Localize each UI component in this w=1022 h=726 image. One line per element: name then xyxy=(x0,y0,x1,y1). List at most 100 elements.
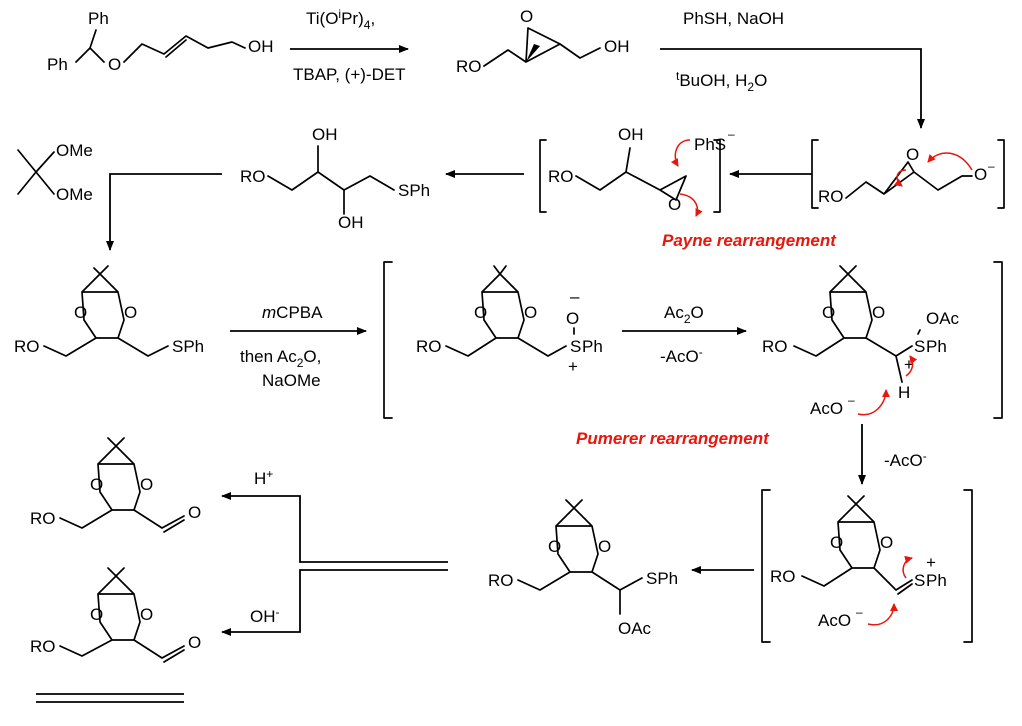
svg-text:PhSH, NaOH: PhSH, NaOH xyxy=(683,9,784,28)
svg-text:+: + xyxy=(568,357,578,376)
svg-text:Ph: Ph xyxy=(926,337,947,356)
compound-dimethoxypropane: OMe OMe xyxy=(17,141,93,204)
svg-text:then Ac2O,: then Ac2O, xyxy=(240,347,321,370)
arrow-step-2: PhSH, NaOH tBuOH, H2O xyxy=(660,9,925,129)
compound-aldehyde-base: RO O O O xyxy=(30,567,201,663)
svg-text:OMe: OMe xyxy=(56,141,93,160)
compound-aldehyde-acid: RO O O O xyxy=(30,437,201,533)
svg-text:O: O xyxy=(90,475,103,494)
svg-text:-AcO-: -AcO- xyxy=(884,449,927,470)
svg-text:S: S xyxy=(914,571,925,590)
bottom-rule xyxy=(36,693,184,703)
svg-text:tBuOH, H2O: tBuOH, H2O xyxy=(676,69,767,94)
svg-text:O: O xyxy=(668,195,681,214)
svg-text:–: – xyxy=(988,159,995,173)
svg-text:RO: RO xyxy=(14,337,40,356)
arrow-elimination: -AcO- xyxy=(858,424,927,485)
svg-text:RO: RO xyxy=(416,337,442,356)
svg-text:–: – xyxy=(728,127,735,141)
arrow-acetonide xyxy=(106,173,222,251)
svg-text:O: O xyxy=(90,605,103,624)
svg-text:O: O xyxy=(880,533,893,552)
svg-text:+: + xyxy=(926,553,936,572)
svg-text:SPh: SPh xyxy=(172,337,204,356)
o-label: O xyxy=(108,55,121,74)
svg-text:RO: RO xyxy=(548,167,574,186)
svg-text:O: O xyxy=(974,165,987,184)
svg-text:S: S xyxy=(570,337,581,356)
svg-text:O: O xyxy=(872,303,885,322)
svg-text:mCPBA: mCPBA xyxy=(262,303,323,322)
svg-text:O: O xyxy=(74,303,87,322)
svg-text:+: + xyxy=(904,355,914,374)
pummerer-bracket xyxy=(383,261,1003,419)
svg-text:AcO: AcO xyxy=(818,611,851,630)
svg-text:Ph: Ph xyxy=(926,571,947,590)
compound-acetoxysulfonium: RO O O OAc S Ph + H AcO – xyxy=(762,265,960,418)
svg-text:OMe: OMe xyxy=(56,185,93,204)
arrow-ac2o: Ac2O -AcO- xyxy=(622,303,747,366)
svg-text:AcO: AcO xyxy=(810,399,843,418)
svg-text:O: O xyxy=(822,303,835,322)
svg-text:OH: OH xyxy=(312,125,338,144)
svg-text:OH: OH xyxy=(338,213,364,232)
svg-text:S: S xyxy=(914,337,925,356)
svg-text:Ti(OiPr)4,: Ti(OiPr)4, xyxy=(306,7,375,32)
svg-text:RO: RO xyxy=(240,167,266,186)
compound-sulfoxide: RO O O O S Ph + – xyxy=(416,265,603,376)
svg-text:O: O xyxy=(188,503,201,522)
svg-text:RO: RO xyxy=(770,567,796,586)
svg-text:O: O xyxy=(520,7,533,26)
svg-text:NaOMe: NaOMe xyxy=(262,371,321,390)
compound-acetonide-thioether: RO O O SPh xyxy=(14,265,204,357)
svg-text:O: O xyxy=(524,303,537,322)
svg-text:O: O xyxy=(188,633,201,652)
compound-starting-allylic-alcohol: Ph Ph O OH xyxy=(47,9,274,74)
svg-text:PhS: PhS xyxy=(694,135,726,154)
step1-reagent-bottom: TBAP, (+)-DET xyxy=(293,65,406,84)
svg-text:O: O xyxy=(474,303,487,322)
svg-text:OH-: OH- xyxy=(250,605,280,626)
svg-text:O: O xyxy=(140,475,153,494)
ph-label-left: Ph xyxy=(47,55,68,74)
svg-text:O: O xyxy=(906,145,919,164)
compound-acetoxy-sulfide: RO O O SPh OAc xyxy=(488,499,678,638)
svg-text:–: – xyxy=(856,605,863,619)
svg-text:-AcO-: -AcO- xyxy=(660,345,703,366)
svg-text:O: O xyxy=(124,303,137,322)
pumerer-label: Pumerer rearrangement xyxy=(576,429,770,448)
svg-text:O: O xyxy=(140,605,153,624)
compound-alkoxide-epoxide: RO O O – xyxy=(811,139,1005,209)
ph-label-top: Ph xyxy=(88,9,109,28)
svg-text:RO: RO xyxy=(30,509,56,528)
svg-text:O: O xyxy=(830,533,843,552)
svg-text:–: – xyxy=(848,393,855,407)
svg-text:O: O xyxy=(548,537,561,556)
svg-text:OAc: OAc xyxy=(618,619,652,638)
branch-lines: H+ OH- xyxy=(221,467,448,636)
arrow-mcpba: mCPBA then Ac2O, NaOMe xyxy=(230,303,367,390)
svg-text:RO: RO xyxy=(762,337,788,356)
svg-text:O: O xyxy=(566,309,579,328)
svg-text:Ac2O: Ac2O xyxy=(664,303,704,326)
svg-text:–: – xyxy=(570,287,580,306)
svg-text:H+: H+ xyxy=(254,467,273,488)
svg-text:Ph: Ph xyxy=(582,337,603,356)
svg-text:O: O xyxy=(598,537,611,556)
oh-label: OH xyxy=(248,37,274,56)
svg-text:RO: RO xyxy=(488,571,514,590)
svg-text:RO: RO xyxy=(456,57,482,76)
compound-thionium: RO O O S Ph + AcO – xyxy=(761,489,973,643)
svg-text:OAc: OAc xyxy=(926,309,960,328)
svg-text:H: H xyxy=(898,383,910,402)
svg-text:SPh: SPh xyxy=(398,181,430,200)
svg-text:RO: RO xyxy=(818,187,844,206)
svg-text:OH: OH xyxy=(604,37,630,56)
svg-text:RO: RO xyxy=(30,637,56,656)
svg-text:OH: OH xyxy=(618,125,644,144)
payne-label: Payne rearrangement xyxy=(662,231,837,250)
compound-epoxy-alcohol: RO O OH xyxy=(456,7,630,76)
compound-payne-epoxide: RO OH O PhS – xyxy=(539,125,735,217)
svg-text:SPh: SPh xyxy=(646,569,678,588)
